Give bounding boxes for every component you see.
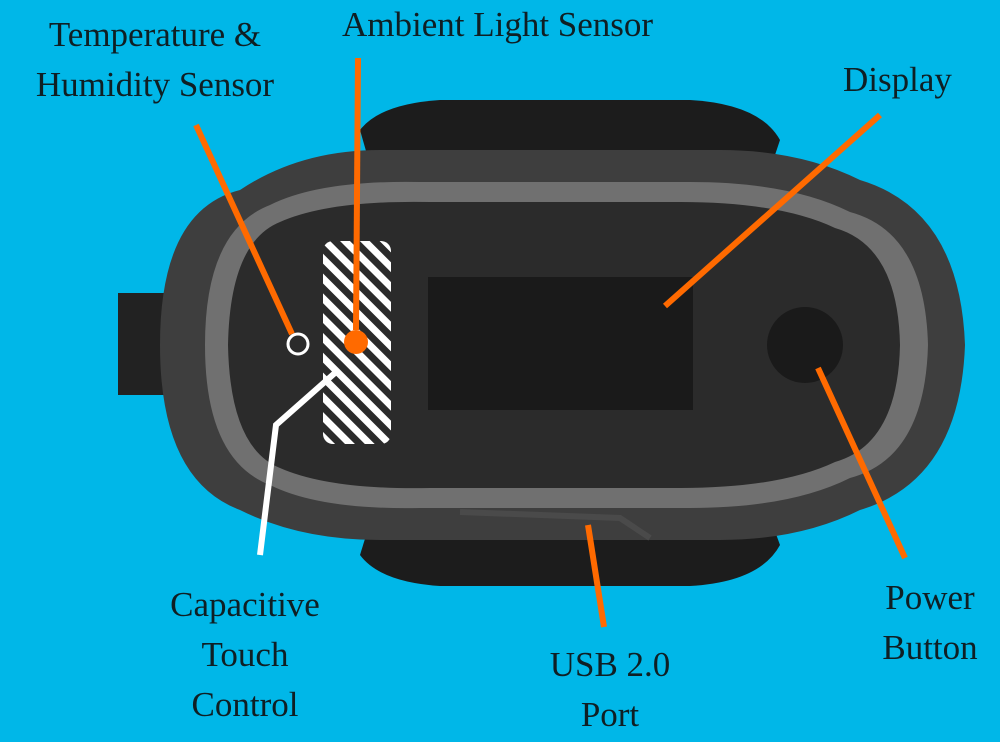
label-ambient-light: Ambient Light Sensor (342, 5, 654, 44)
display-screen (428, 277, 693, 410)
usb-slot (459, 509, 652, 541)
callout-light (353, 57, 361, 331)
light-sensor-dot (344, 330, 368, 354)
callout-usb (585, 524, 607, 628)
label-touch-control: Capacitive Touch Control (170, 585, 320, 724)
callout-power (815, 366, 908, 560)
label-usb-port: USB 2.0 Port (549, 645, 671, 734)
callout-touch (257, 369, 338, 556)
power-button-shape (767, 307, 843, 383)
callout-temp (193, 123, 295, 336)
callout-display (663, 112, 882, 309)
label-power-button: Power Button (882, 578, 978, 667)
label-display: Display (843, 60, 952, 99)
label-temp-humidity: Temperature & Humidity Sensor (35, 15, 275, 104)
temp-sensor-dot (286, 332, 310, 356)
